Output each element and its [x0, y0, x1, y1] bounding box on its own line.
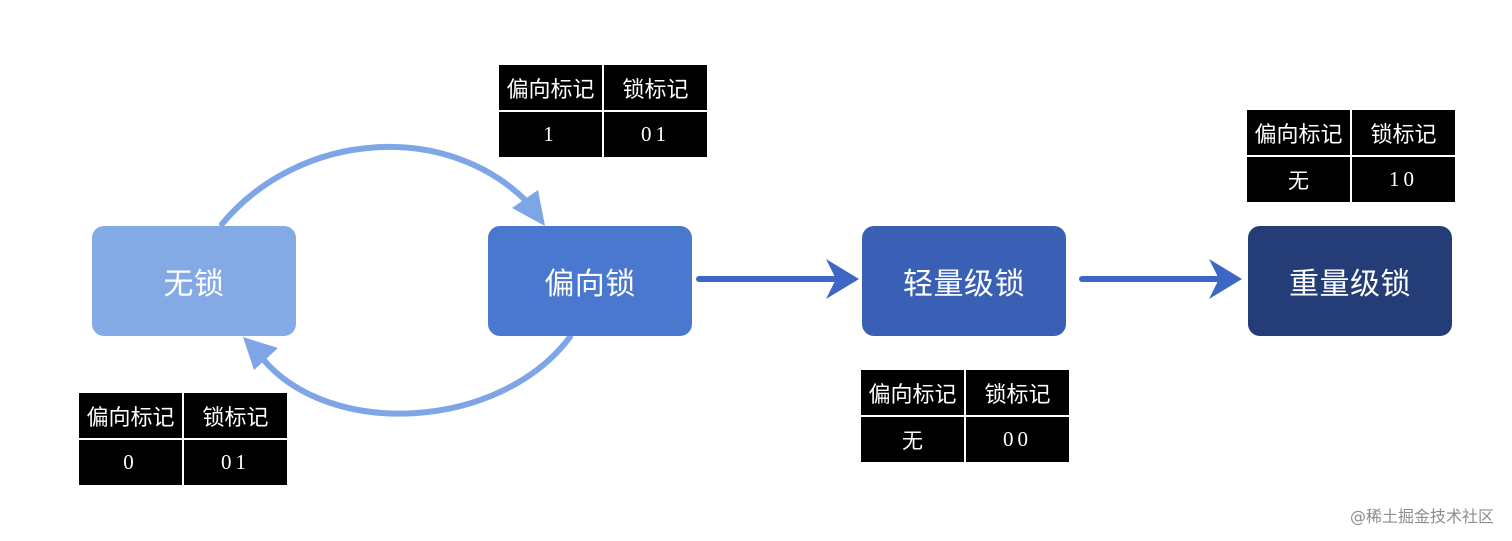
mark-table-no-lock: 偏向标记 锁标记 0 01 — [77, 391, 290, 487]
state-heavyweight-lock-label: 重量级锁 — [1289, 267, 1411, 302]
value-lock-flag: 01 — [181, 438, 290, 487]
value-bias-flag: 0 — [77, 438, 184, 487]
value-lock-flag: 01 — [601, 110, 710, 159]
value-lock-flag: 10 — [1349, 155, 1458, 204]
header-bias-flag: 偏向标记 — [1245, 108, 1352, 157]
mark-table-lightweight-lock: 偏向标记 锁标记 无 00 — [859, 368, 1072, 464]
header-bias-flag: 偏向标记 — [77, 391, 184, 440]
arrow-nolock-to-biased — [219, 143, 533, 227]
state-lightweight-lock: 轻量级锁 — [862, 226, 1066, 336]
header-lock-flag: 锁标记 — [601, 63, 710, 112]
header-bias-flag: 偏向标记 — [497, 63, 604, 112]
arrow-head-biased-to-nolock — [243, 337, 278, 370]
state-biased-lock: 偏向锁 — [488, 226, 692, 336]
state-biased-lock-label: 偏向锁 — [544, 267, 636, 302]
arrow-head-nolock-to-biased — [512, 190, 545, 226]
arrow-head-light-to-heavy — [1209, 259, 1242, 299]
arrow-head-biased-to-light — [826, 259, 859, 299]
state-lightweight-lock-label: 轻量级锁 — [903, 267, 1025, 302]
state-no-lock: 无锁 — [92, 226, 296, 336]
mark-table-heavyweight-lock: 偏向标记 锁标记 无 10 — [1245, 108, 1458, 204]
state-heavyweight-lock: 重量级锁 — [1248, 226, 1452, 336]
value-lock-flag: 00 — [963, 415, 1072, 464]
header-lock-flag: 锁标记 — [1349, 108, 1458, 157]
header-bias-flag: 偏向标记 — [859, 368, 966, 417]
mark-table-biased-lock: 偏向标记 锁标记 1 01 — [497, 63, 710, 159]
value-bias-flag: 无 — [859, 415, 966, 464]
state-no-lock-label: 无锁 — [163, 267, 225, 302]
header-lock-flag: 锁标记 — [181, 391, 290, 440]
header-lock-flag: 锁标记 — [963, 368, 1072, 417]
arrow-biased-to-nolock — [259, 334, 573, 417]
value-bias-flag: 无 — [1245, 155, 1352, 204]
value-bias-flag: 1 — [497, 110, 604, 159]
watermark: @稀土掘金技术社区 — [1349, 507, 1494, 526]
